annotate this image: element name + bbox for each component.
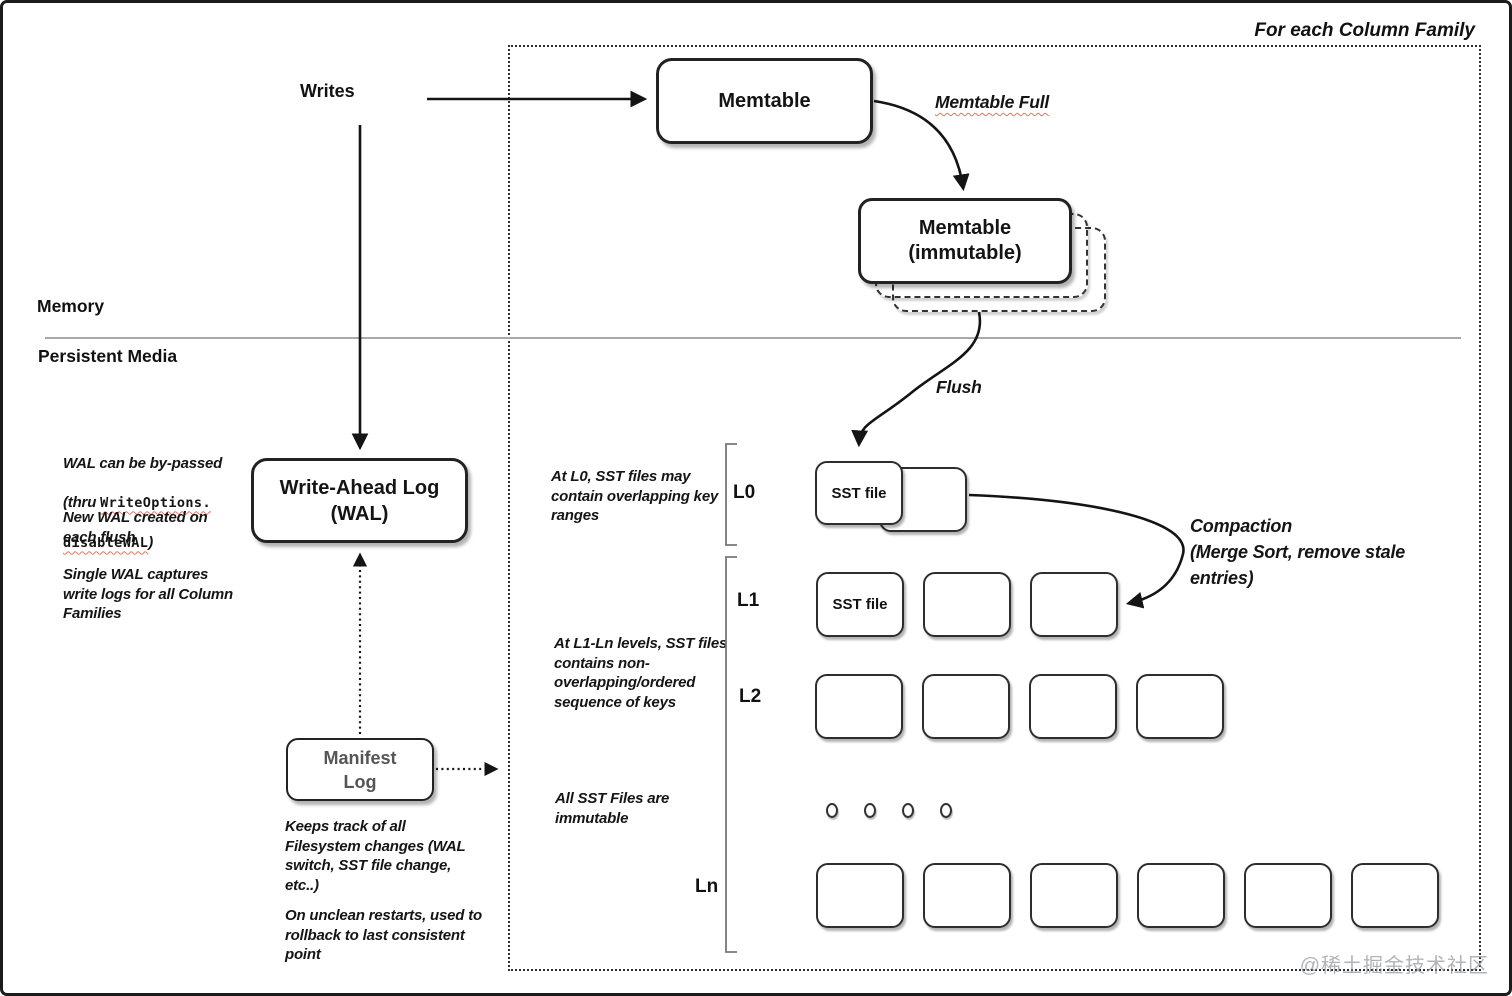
scope-label: For each Column Family: [1254, 20, 1475, 41]
wal-note-bypass-post: ): [148, 533, 154, 551]
wal-note-bypass-pre: (thru: [63, 493, 101, 511]
sst-file-box: [923, 863, 1011, 928]
level-l2-row: [815, 674, 1224, 739]
sst-file-box: SST file: [815, 461, 903, 525]
ellipsis-dots: [826, 803, 952, 818]
level-label-l1: L1: [737, 590, 760, 611]
writes-label: Writes: [300, 81, 355, 101]
level-label-l2: L2: [739, 686, 762, 707]
sst-file-box: [815, 674, 903, 739]
watermark: @稀土掘金技术社区: [1299, 955, 1489, 977]
wal-note-bypass: WAL can be by-passed (thru WriteOptions.…: [63, 434, 283, 553]
wal-note-new: New WAL created on each flush: [63, 509, 208, 546]
level-label-l0: L0: [733, 482, 756, 503]
ellipsis-dot: [826, 803, 838, 818]
memory-label: Memory: [37, 296, 105, 316]
sst-file-box: [816, 863, 904, 928]
sst-file-box: [1029, 674, 1117, 739]
sst-file-box: [1136, 674, 1224, 739]
sst-file-box-label: SST file: [832, 596, 888, 613]
memtable-full-label: Memtable Full: [935, 92, 1050, 112]
sst-file-box: SST file: [816, 572, 904, 637]
l1-ln-note: At L1-Ln levels, SST files contains non-…: [554, 635, 728, 711]
sst-file-box: [922, 674, 1010, 739]
wal-note-bypass-code2: disableWAL: [63, 534, 149, 551]
wal-note-single: Single WAL captures write logs for all C…: [63, 566, 234, 622]
manifest-log-box-label: Manifest Log: [323, 747, 397, 792]
sst-file-box: [923, 572, 1011, 637]
sst-file-box: [1351, 863, 1439, 928]
manifest-note-restart: On unclean restarts, used to rollback to…: [285, 907, 482, 963]
ellipsis-dot: [940, 803, 952, 818]
level-label-ln: Ln: [695, 876, 719, 897]
sst-file-box: [1137, 863, 1225, 928]
l0-note: At L0, SST files may contain overlapping…: [551, 468, 719, 524]
persistent-media-label: Persistent Media: [38, 346, 178, 366]
sst-file-box: [1030, 863, 1118, 928]
compaction-label: Compaction (Merge Sort, remove stale ent…: [1190, 516, 1406, 588]
flush-label: Flush: [936, 377, 982, 397]
ellipsis-dot: [902, 803, 914, 818]
memtable-box-label: Memtable: [718, 90, 811, 112]
level-l1-row: SST file: [816, 572, 1118, 637]
sst-file-box-label: SST file: [831, 484, 887, 502]
wal-note-bypass-line1: WAL can be by-passed: [63, 454, 223, 472]
sst-file-box: [1030, 572, 1118, 637]
wal-note-bypass-code1: WriteOptions.: [100, 494, 211, 511]
column-family-boundary: [508, 45, 1481, 971]
memtable-box: Memtable: [656, 58, 873, 144]
wal-box-label: Write-Ahead Log (WAL): [279, 476, 440, 525]
manifest-note-tracks: Keeps track of all Filesystem changes (W…: [285, 818, 466, 894]
sst-file-box: [1244, 863, 1332, 928]
immutable-note: All SST Files are immutable: [555, 790, 670, 827]
level-ln-row: [816, 863, 1439, 928]
memtable-immutable-box-label: Memtable (immutable): [908, 217, 1022, 264]
memtable-immutable-box: Memtable (immutable): [858, 198, 1072, 284]
manifest-log-box: Manifest Log: [286, 738, 434, 801]
wal-box: Write-Ahead Log (WAL): [251, 458, 468, 543]
ellipsis-dot: [864, 803, 876, 818]
level-l0-row: SST file: [815, 461, 975, 536]
